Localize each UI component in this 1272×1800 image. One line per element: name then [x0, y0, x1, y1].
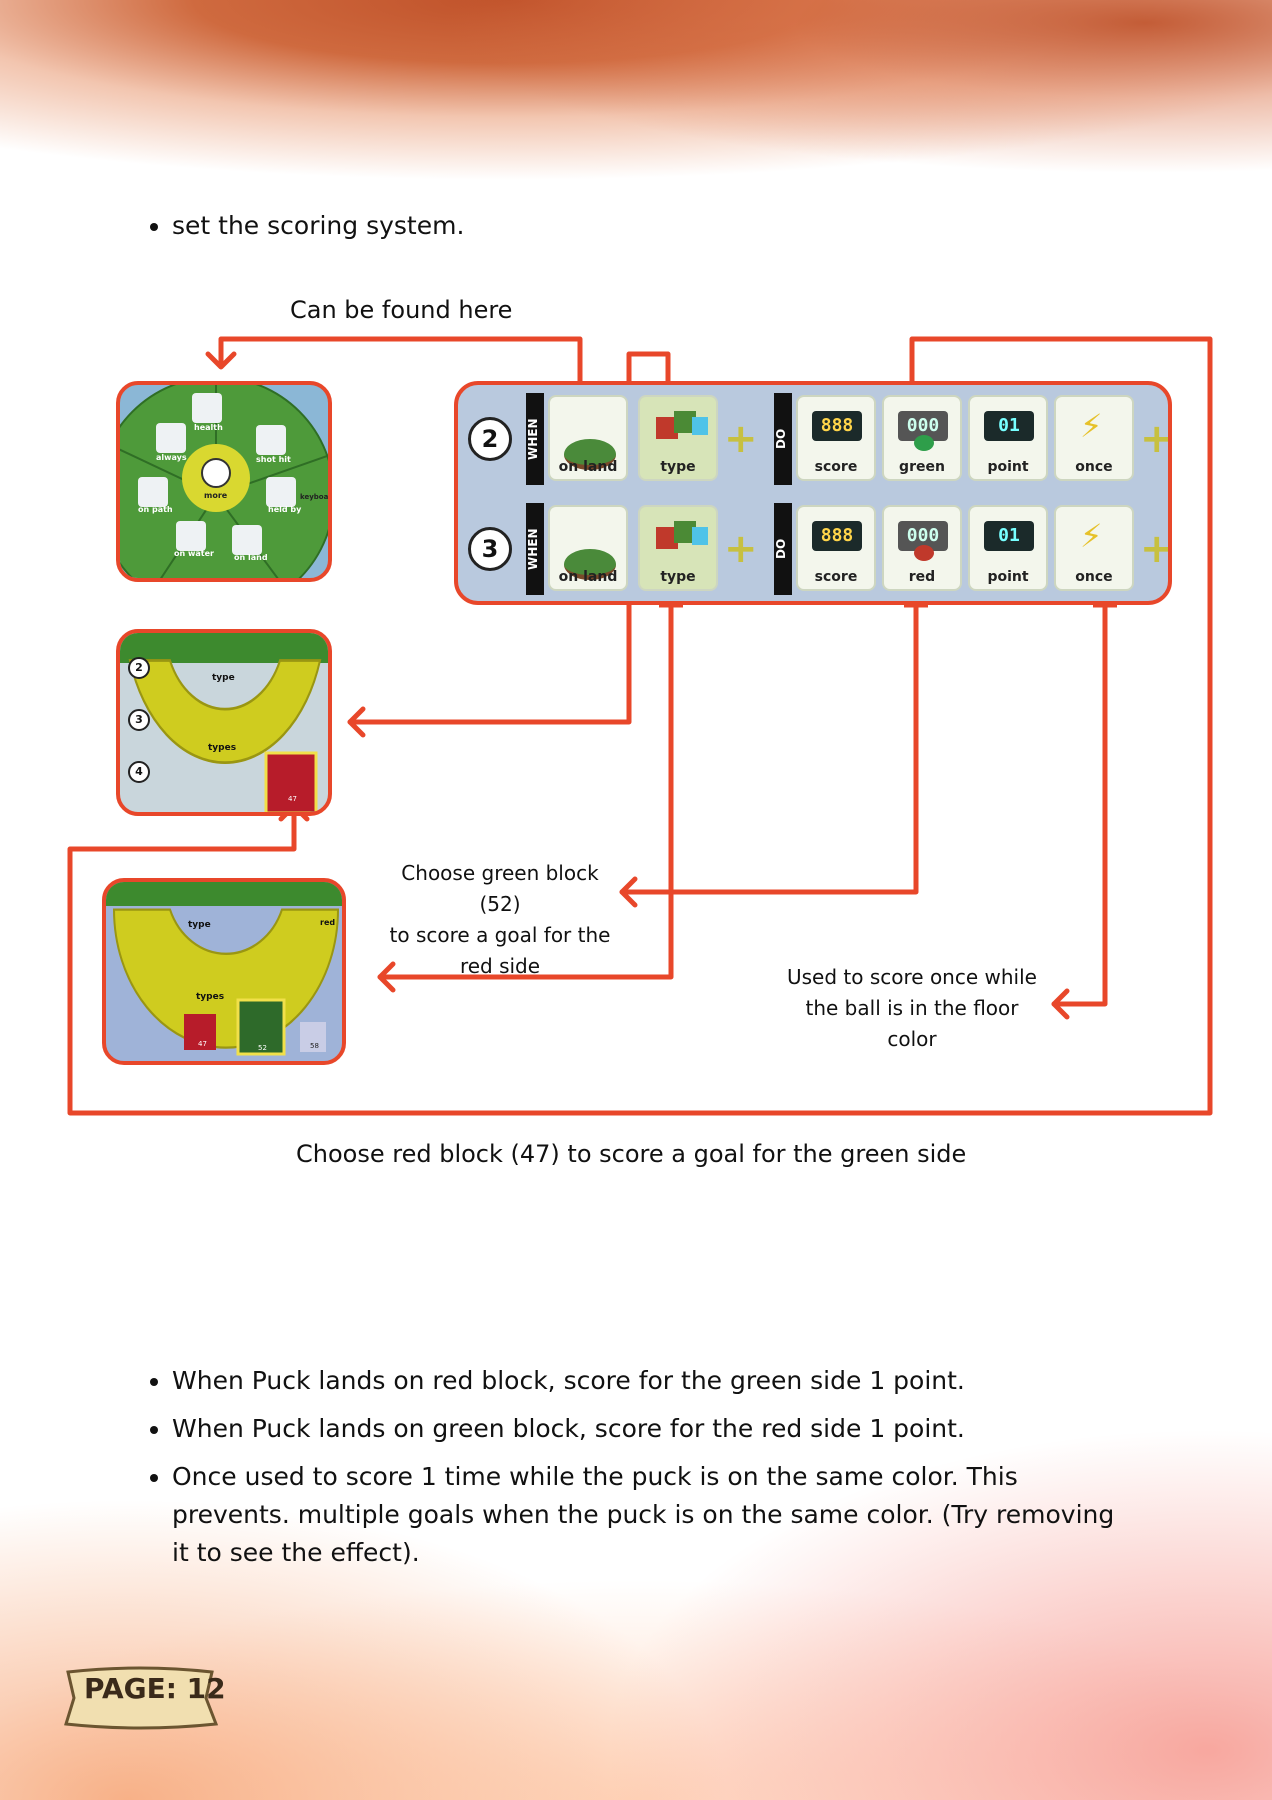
red-score-icon: 000 — [898, 521, 948, 551]
bullet-green-block: When Puck lands on green block, score fo… — [172, 1410, 1124, 1448]
arrow-type-to-types1 — [347, 351, 671, 725]
menu-label-shot-hit[interactable]: shot hit — [256, 455, 291, 464]
menu-label-held-by[interactable]: held by — [268, 505, 302, 514]
explanation-bullets: When Puck lands on red block, score for … — [144, 1362, 1124, 1582]
red-block-caption: Choose red block (47) to score a goal fo… — [296, 1140, 967, 1168]
scroll-badge-icon — [64, 1666, 219, 1730]
blue-block-number[interactable]: 58 — [310, 1042, 319, 1050]
menu-label-always[interactable]: always — [156, 453, 187, 462]
rule-row-3: 3 WHEN on land type + DO 888 score 000 r… — [464, 499, 1168, 599]
do-tile-once[interactable]: ⚡ once — [1054, 505, 1134, 591]
score-display-icon: 888 — [812, 411, 862, 441]
score-display-icon: 888 — [812, 521, 862, 551]
arrow-type-to-types2 — [377, 602, 674, 980]
page-number: PAGE: 12 — [84, 1672, 226, 1705]
types-label[interactable]: types — [196, 992, 225, 1002]
arrow-once-to-caption — [1051, 602, 1108, 1007]
rule-panel: 2 WHEN on land type + DO 888 score 000 g… — [454, 381, 1172, 605]
menu-label-on-water[interactable]: on water — [174, 549, 214, 558]
when-label: WHEN — [526, 393, 544, 485]
when-tile-on-land[interactable]: on land — [548, 505, 628, 591]
arrow-onland-to-menu — [218, 336, 583, 396]
red-block-number[interactable]: 47 — [288, 795, 297, 803]
rule-number: 3 — [468, 527, 512, 571]
do-tile-red[interactable]: 000 red — [882, 505, 962, 591]
rule-row-2: 2 WHEN on land type + DO 888 score 000 g… — [464, 389, 1168, 489]
arrowhead-types1 — [347, 706, 366, 738]
types-ring-graphic — [106, 882, 342, 1056]
add-do-plus-icon[interactable]: + — [1140, 416, 1172, 462]
row-number: 4 — [128, 761, 150, 783]
intro-bullet: set the scoring system. — [172, 207, 464, 245]
do-tile-once[interactable]: ⚡ once — [1054, 395, 1134, 481]
do-tile-green[interactable]: 000 green — [882, 395, 962, 481]
arrowhead-once-caption — [1051, 988, 1070, 1020]
lightning-icon: ⚡ — [1080, 517, 1103, 555]
intro-bullet-list: set the scoring system. — [144, 207, 464, 255]
menu-label-keyboard[interactable]: keyboard — [300, 493, 332, 501]
when-tile-on-land[interactable]: on land — [548, 395, 628, 481]
found-here-caption: Can be found here — [290, 296, 513, 324]
once-caption: Used to score once while the ball is in … — [787, 965, 1037, 1051]
land-icon — [564, 549, 616, 580]
types-ring-graphic — [120, 633, 328, 812]
when-tile-type[interactable]: type — [638, 505, 718, 591]
red-block-number[interactable]: 47 — [198, 1040, 207, 1048]
menu-label-more[interactable]: more — [204, 491, 228, 500]
do-tile-score[interactable]: 888 score — [796, 505, 876, 591]
type-label[interactable]: type — [188, 920, 211, 930]
land-icon — [564, 439, 616, 470]
top-watercolor-wash-right — [0, 0, 1272, 230]
green-block-number[interactable]: 52 — [258, 1044, 267, 1052]
do-tile-point[interactable]: 01 point — [968, 395, 1048, 481]
menu-label-on-path[interactable]: on path — [138, 505, 173, 514]
types-screenshot-2: type types 47 52 58 red — [102, 878, 346, 1065]
rule-number: 2 — [468, 417, 512, 461]
menu-label-on-land[interactable]: on land — [234, 553, 268, 562]
when-label: WHEN — [526, 503, 544, 595]
point-display-icon: 01 — [984, 521, 1034, 551]
arrow-red-to-caption — [619, 602, 919, 895]
do-label: DO — [774, 393, 792, 485]
add-when-plus-icon[interactable]: + — [724, 416, 758, 462]
arrowhead-menu — [205, 351, 237, 370]
pie-menu-graphic — [120, 385, 328, 578]
arrow-green-loop — [67, 336, 1213, 1116]
lightning-icon: ⚡ — [1080, 407, 1103, 445]
add-when-plus-icon[interactable]: + — [724, 526, 758, 572]
type-cube-icon — [656, 527, 678, 549]
types-label[interactable]: types — [208, 743, 237, 753]
red-label[interactable]: red — [320, 918, 336, 927]
arrowhead-types2 — [377, 961, 396, 993]
do-tile-point[interactable]: 01 point — [968, 505, 1048, 591]
menu-label-health[interactable]: health — [194, 423, 223, 432]
types-screenshot-1: 2 3 4 type types 47 — [116, 629, 332, 816]
type-label[interactable]: type — [212, 673, 235, 683]
green-block-caption: Choose green block (52) to score a goal … — [389, 861, 611, 978]
type-cube-icon — [656, 417, 678, 439]
bullet-red-block: When Puck lands on red block, score for … — [172, 1362, 1124, 1400]
point-display-icon: 01 — [984, 411, 1034, 441]
bullet-once: Once used to score 1 time while the puck… — [172, 1458, 1124, 1572]
menu-screenshot: health always shot hit more on path held… — [116, 381, 332, 582]
arrowhead-green-caption — [619, 876, 638, 908]
do-label: DO — [774, 503, 792, 595]
when-tile-type[interactable]: type — [638, 395, 718, 481]
row-number: 3 — [128, 709, 150, 731]
do-tile-score[interactable]: 888 score — [796, 395, 876, 481]
add-do-plus-icon[interactable]: + — [1140, 526, 1172, 572]
row-number: 2 — [128, 657, 150, 679]
